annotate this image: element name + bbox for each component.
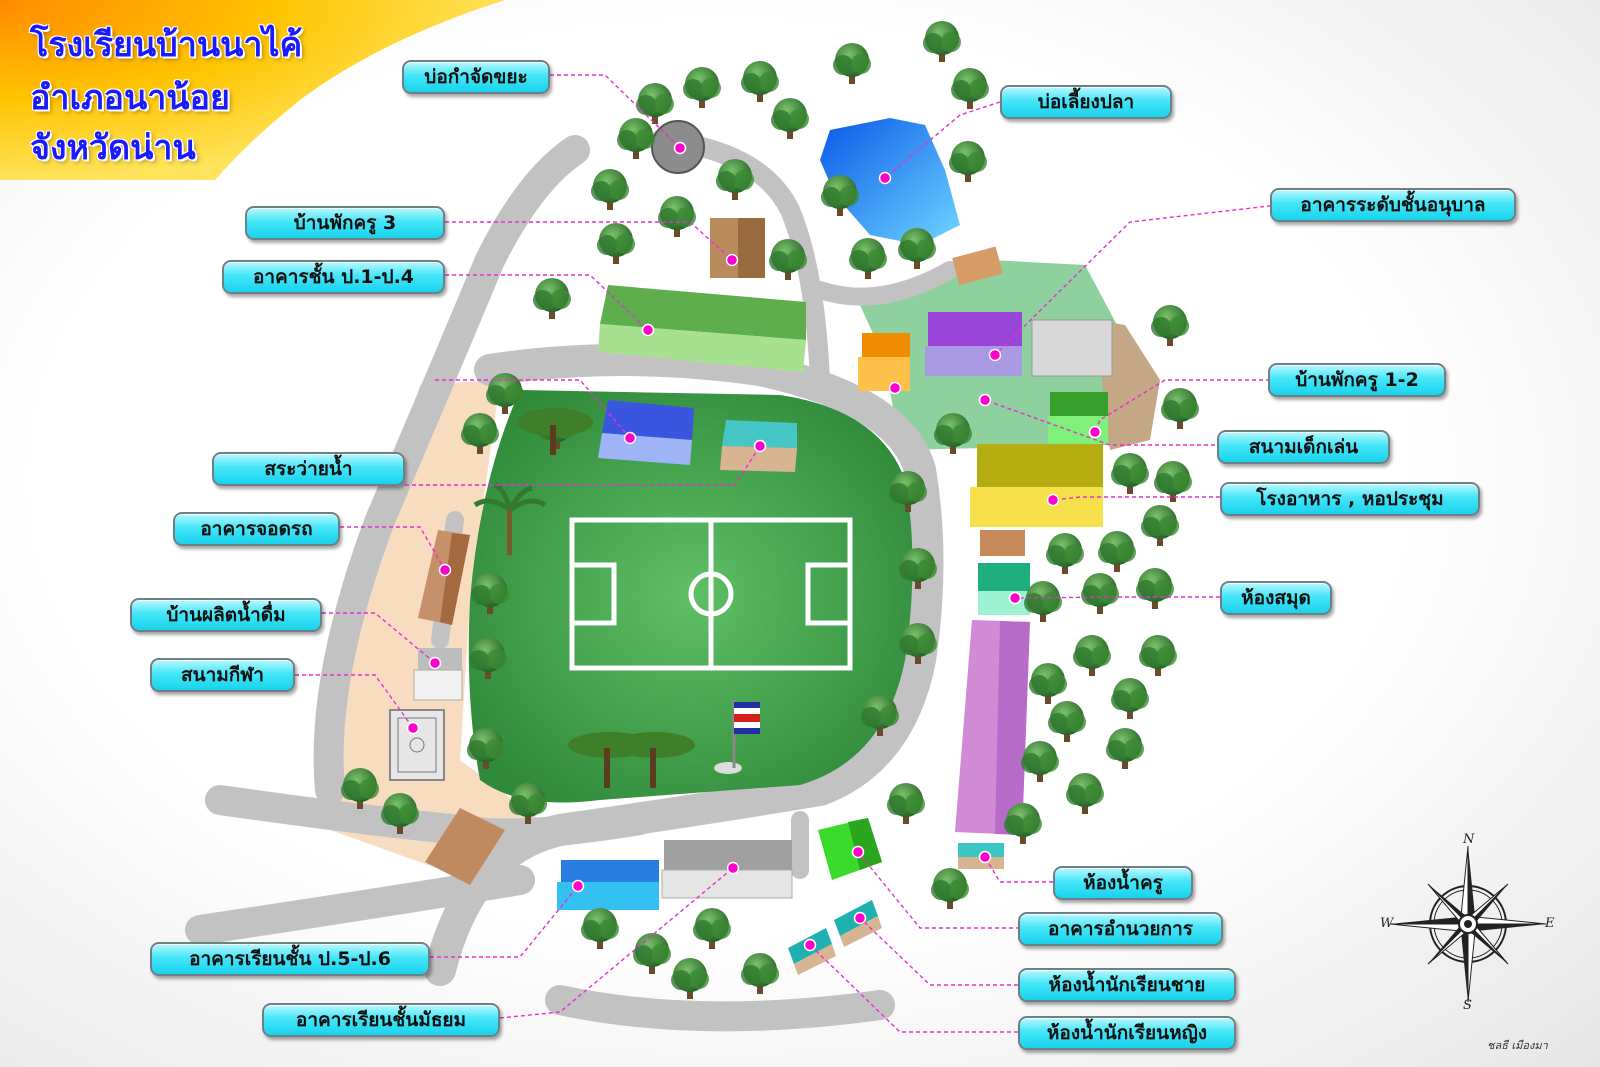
label-teacher-house-1-2: บ้านพักครู 1-2 bbox=[1268, 363, 1446, 397]
map-title: โรงเรียนบ้านนาไค้ อำเภอนาน้อย จังหวัดน่า… bbox=[0, 0, 520, 185]
label-boys-toilet: ห้องน้ำนักเรียนชาย bbox=[1018, 968, 1236, 1002]
province-name: จังหวัดน่าน bbox=[30, 128, 196, 168]
compass-west: W bbox=[1380, 916, 1394, 931]
label-waste-pit: บ่อกำจัดขยะ bbox=[402, 60, 550, 94]
district-name: อำเภอนาน้อย bbox=[30, 78, 230, 118]
magenta-dot-icon bbox=[406, 141, 1102, 952]
compass-east: E bbox=[1545, 916, 1555, 931]
label-canteen-hall: โรงอาหาร , หอประชุม bbox=[1220, 482, 1480, 516]
title-banner bbox=[0, 0, 505, 180]
credit: ชลธี เมืองมา bbox=[1487, 1039, 1548, 1052]
label-girls-toilet: ห้องน้ำนักเรียนหญิง bbox=[1018, 1016, 1236, 1050]
label-building-p5-p6: อาคารเรียนชั้น ป.5-ป.6 bbox=[150, 942, 430, 976]
label-sports-court: สนามกีฬา bbox=[150, 658, 295, 692]
label-water-plant: บ้านผลิตน้ำดื่ม bbox=[130, 598, 322, 632]
school-name: โรงเรียนบ้านนาไค้ bbox=[30, 25, 303, 65]
compass-north: N bbox=[1463, 832, 1475, 847]
label-teacher-toilet: ห้องน้ำครู bbox=[1053, 866, 1193, 900]
label-playground: สนามเด็กเล่น bbox=[1217, 430, 1390, 464]
label-secondary-building: อาคารเรียนชั้นมัธยม bbox=[262, 1003, 500, 1037]
label-swimming-pool: สระว่ายน้ำ bbox=[212, 452, 405, 486]
buildings bbox=[389, 218, 1113, 975]
football-pitch bbox=[569, 517, 853, 671]
label-building-p1-p4: อาคารชั้น ป.1-ป.4 bbox=[222, 260, 445, 294]
label-fish-pond: บ่อเลี้ยงปลา bbox=[1000, 85, 1172, 119]
compass-rose-icon bbox=[1389, 845, 1547, 1003]
trees bbox=[341, 21, 1199, 999]
label-library: ห้องสมุด bbox=[1220, 581, 1332, 615]
label-kindergarten: อาคารระดับชั้นอนุบาล bbox=[1270, 188, 1516, 222]
leader-lines bbox=[295, 74, 1279, 1033]
label-admin-building: อาคารอำนวยการ bbox=[1018, 912, 1223, 946]
compass-south: S bbox=[1463, 998, 1472, 1013]
label-teacher-house-3: บ้านพักครู 3 bbox=[245, 206, 445, 240]
flag-icon bbox=[714, 700, 760, 774]
label-parking: อาคารจอดรถ bbox=[173, 512, 340, 546]
